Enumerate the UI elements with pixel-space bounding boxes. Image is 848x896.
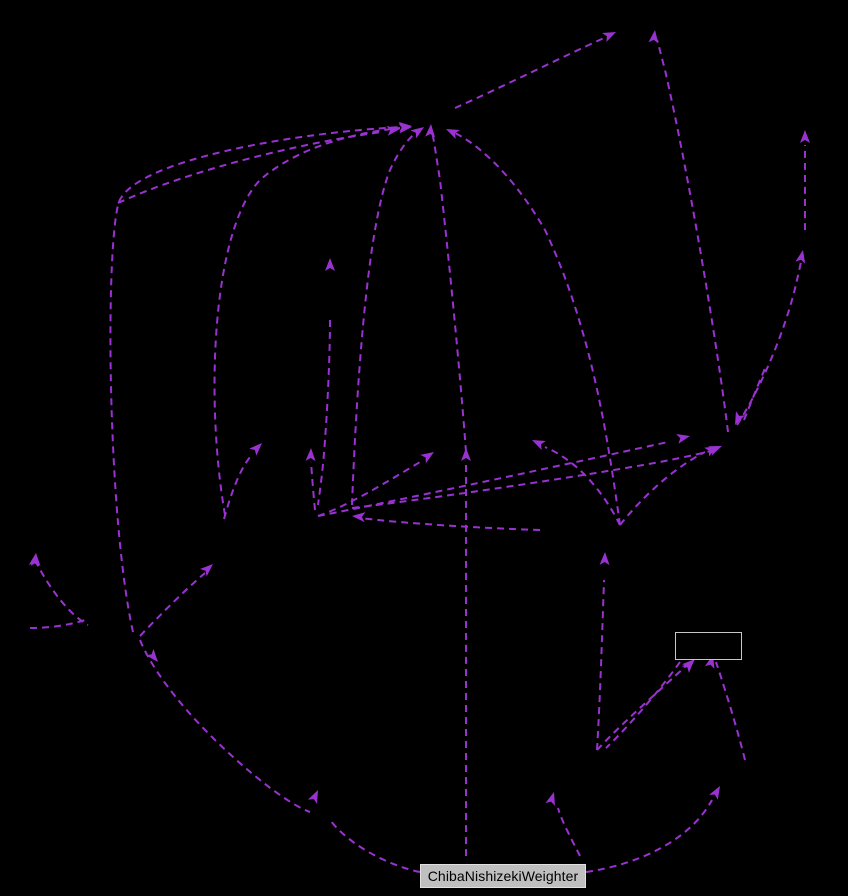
graph-node-chibanishizekiweighter[interactable]: ChibaNishizekiWeighter <box>420 864 586 888</box>
graph-edge-arrowhead <box>446 129 460 140</box>
graph-edge <box>29 619 86 629</box>
graph-edge <box>359 517 541 531</box>
graph-edge-arrowhead <box>199 564 213 577</box>
graph-edge-arrowhead <box>676 434 690 444</box>
graph-edge-arrowhead <box>145 648 158 662</box>
graph-edge <box>619 451 706 526</box>
graph-edge <box>454 37 605 109</box>
graph-edge-arrowhead <box>307 790 318 804</box>
graph-edge <box>310 461 316 511</box>
graph-edge <box>139 572 206 637</box>
graph-edge <box>117 131 383 204</box>
graph-edge <box>544 446 621 526</box>
graph-edge <box>585 799 713 873</box>
graph-edge-arrowhead <box>410 127 424 139</box>
graph-edge-arrowhead <box>305 448 316 462</box>
graph-edge <box>329 819 421 873</box>
graph-edge <box>605 661 681 749</box>
graph-node-label: ChibaNishizekiWeighter <box>427 868 579 884</box>
graph-edge-arrowhead <box>602 32 616 43</box>
graph-edge <box>743 365 767 421</box>
graph-edge-arrowhead <box>682 659 695 672</box>
graph-edge-arrowhead <box>461 448 471 461</box>
graph-edge <box>431 131 467 453</box>
graph-edge <box>656 39 729 433</box>
graph-edge-arrowhead <box>709 786 720 800</box>
graph-edge-arrowhead <box>386 125 400 136</box>
graph-edge-arrowhead <box>425 124 436 138</box>
graph-edge-arrowhead <box>352 512 366 523</box>
graph-edge <box>736 261 802 426</box>
graph-edge-arrowhead <box>532 440 546 451</box>
graph-edge <box>596 665 687 751</box>
graph-edge <box>351 130 419 506</box>
graph-edge-arrowhead <box>648 30 659 44</box>
graph-edge-arrowhead <box>325 258 335 271</box>
graph-edge <box>109 126 403 633</box>
graph-edge-arrowhead <box>398 123 412 134</box>
graph-edge <box>34 559 89 626</box>
graph-edge <box>557 807 581 857</box>
graph-edge <box>351 449 715 509</box>
graph-edge-arrowhead <box>735 411 746 425</box>
graph-edge-arrowhead <box>795 250 806 264</box>
graph-edge <box>213 127 401 516</box>
graph-edge <box>596 579 605 751</box>
graph-edge <box>317 319 331 506</box>
graph-edge-arrowhead <box>28 553 39 567</box>
graph-edge <box>223 456 251 520</box>
graph-edge <box>317 441 669 517</box>
graph-edge-arrowhead <box>800 130 810 143</box>
graph-edge <box>139 639 311 813</box>
graph-edge <box>317 461 421 517</box>
graph-edge-arrowhead <box>704 446 718 457</box>
graph-edge-arrowhead <box>545 792 555 806</box>
graph-edge-arrowhead <box>599 552 610 566</box>
graph-edge <box>715 661 746 761</box>
graph-edge-arrowhead <box>420 452 434 464</box>
graph-node-unlabeled[interactable] <box>675 632 742 660</box>
graph-edge <box>454 132 621 526</box>
graph-edge-arrowhead <box>249 443 262 456</box>
